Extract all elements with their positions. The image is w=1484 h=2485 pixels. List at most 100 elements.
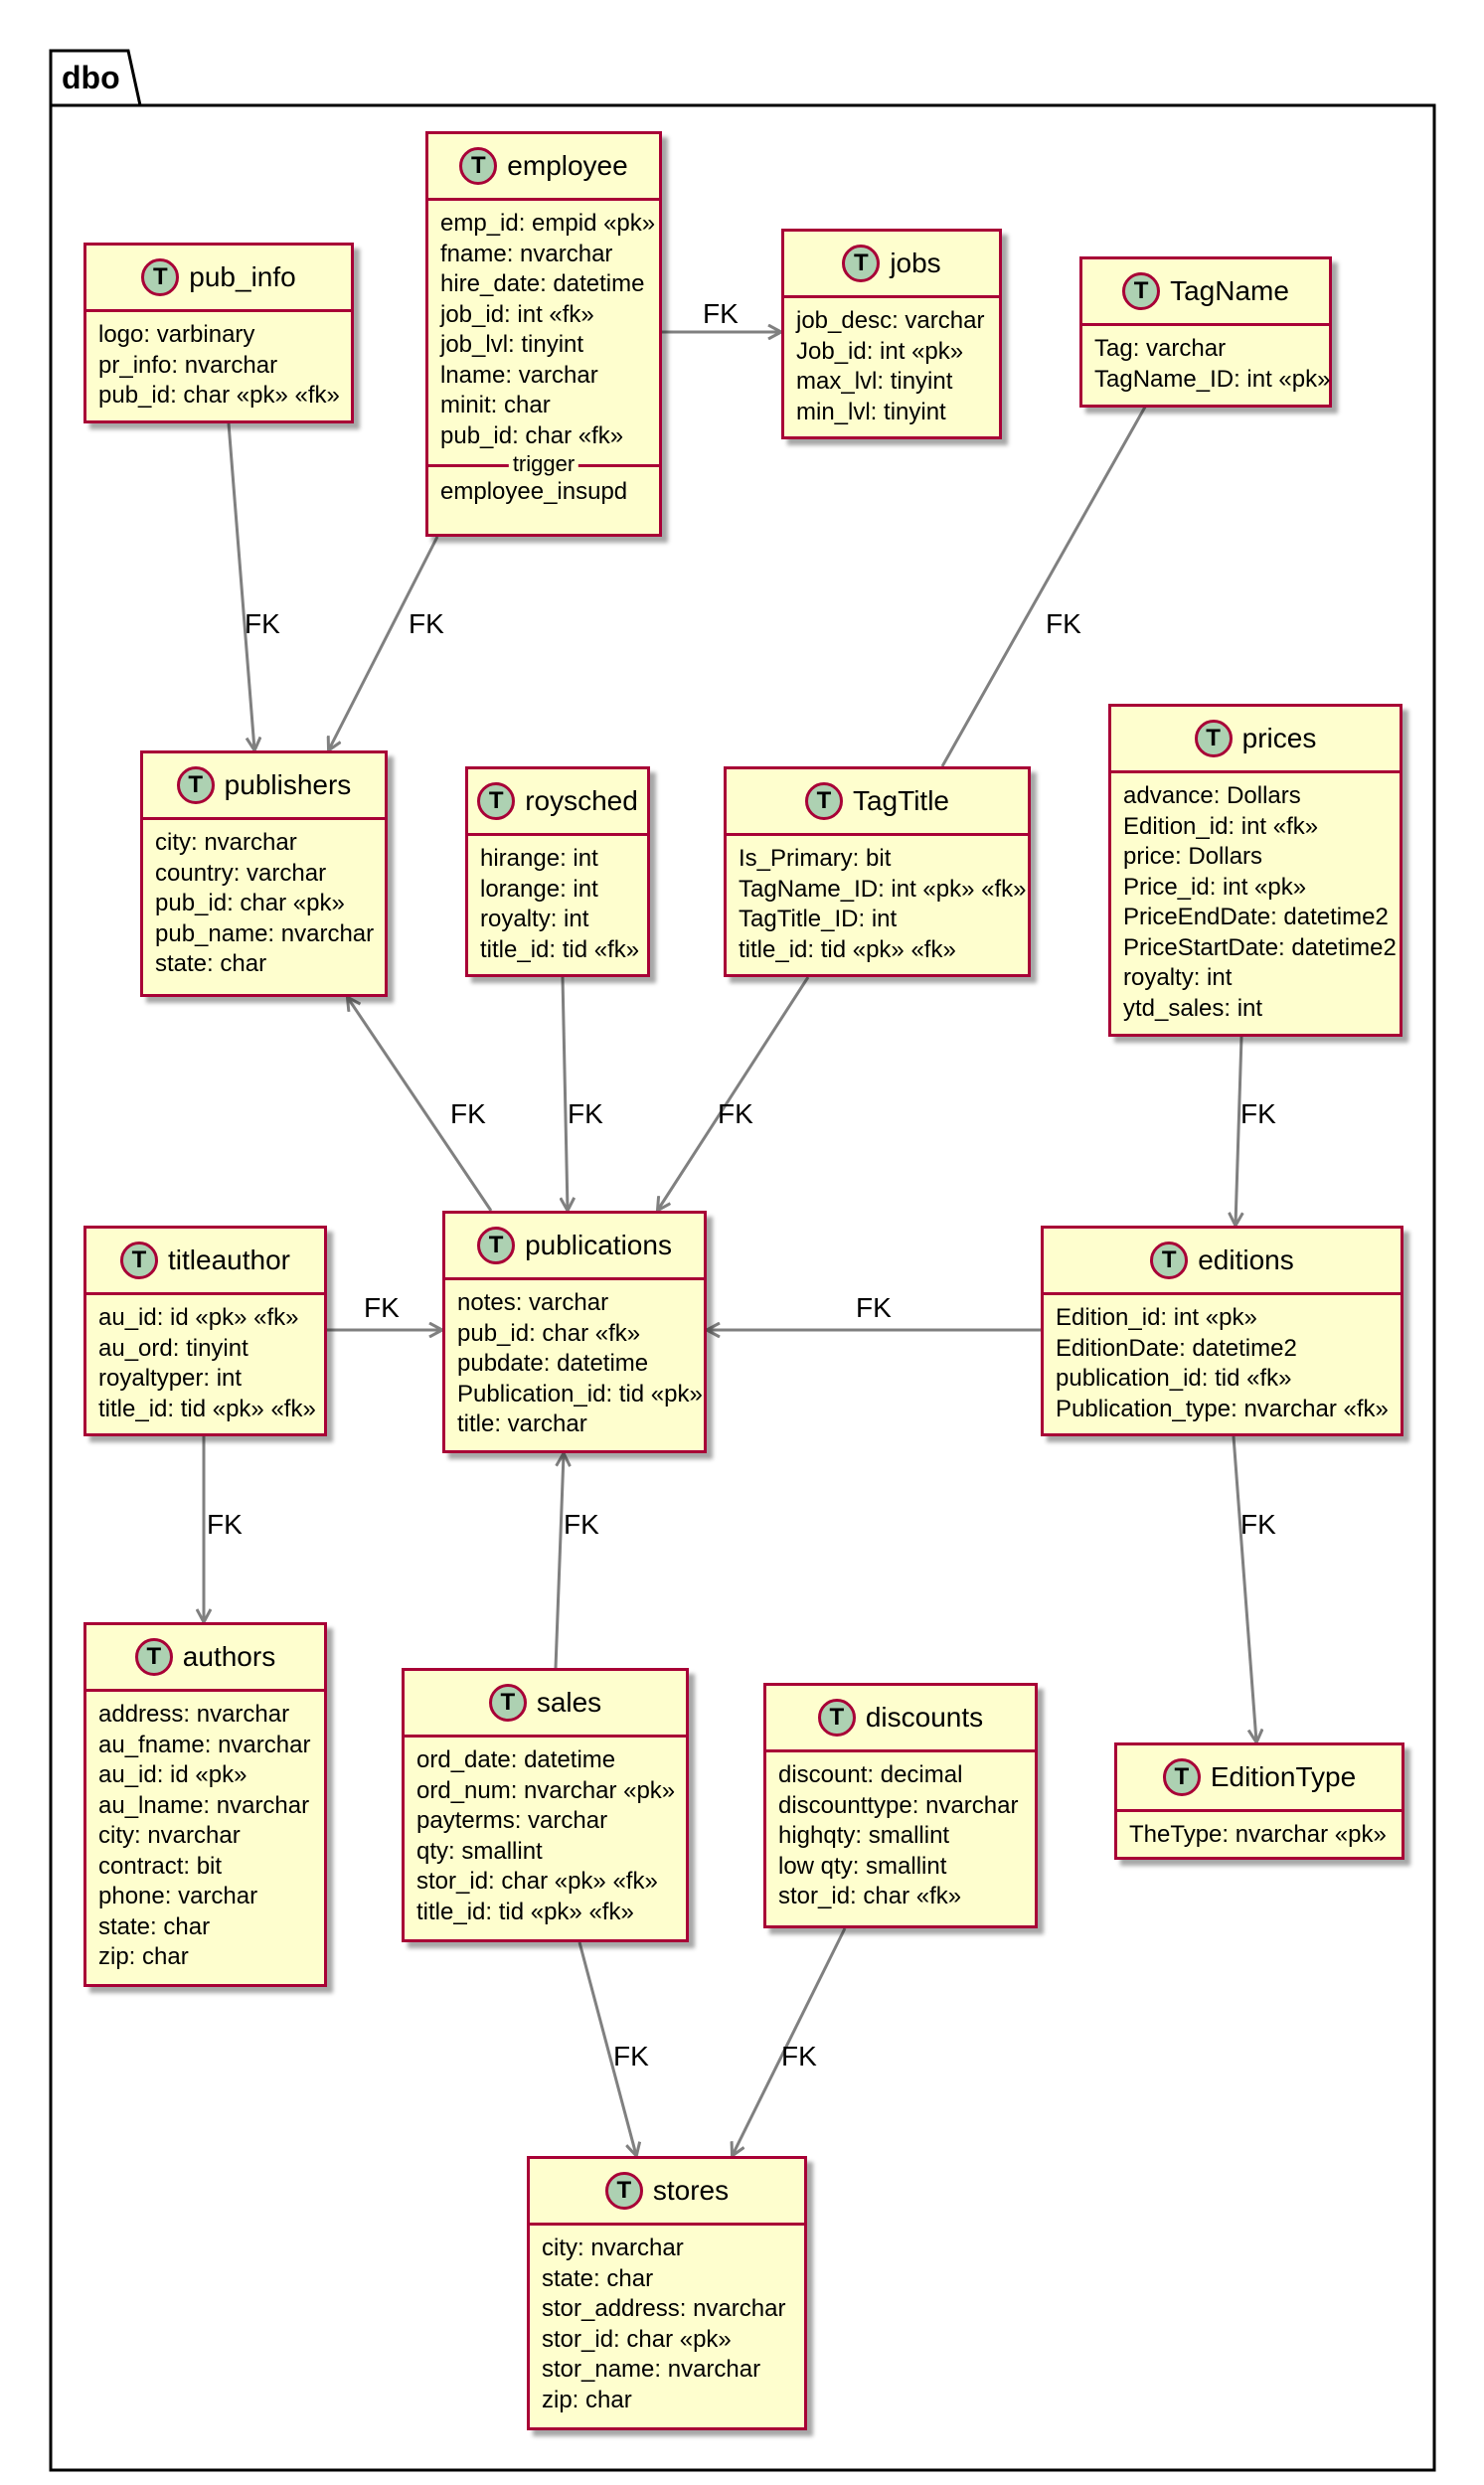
- package-label: dbo: [62, 60, 120, 95]
- fk-label: FK: [1240, 1509, 1276, 1540]
- table-badge-icon: T: [141, 258, 180, 296]
- package-frame: [49, 49, 1436, 2472]
- fk-label: FK: [781, 2041, 817, 2071]
- table-field: payterms: varchar: [416, 1807, 608, 1834]
- table-field: Job_id: int «pk»: [796, 337, 964, 365]
- table-field: TagName_ID: int «pk»: [1094, 365, 1331, 393]
- fk-label: FK: [1240, 1098, 1276, 1129]
- table-field: city: nvarchar: [542, 2235, 684, 2261]
- table-field: title_id: tid «pk» «fk»: [739, 935, 956, 963]
- fk-edge-TagTitle-to-TagName: [940, 379, 1161, 767]
- table-field: au_lname: nvarchar: [98, 1791, 310, 1819]
- table-name: pub_info: [189, 261, 296, 292]
- table-header: T TagName: [1082, 259, 1329, 326]
- table-badge-icon: T: [1122, 272, 1161, 310]
- table-field: logo: varbinary: [98, 321, 255, 348]
- table-field: royalty: int: [1123, 964, 1233, 991]
- table-field: Edition_id: int «fk»: [1123, 812, 1319, 840]
- table-name: sales: [536, 1687, 602, 1718]
- table-badge-icon: T: [842, 245, 881, 282]
- table-field: state: char: [542, 2264, 654, 2292]
- table-field: Edition_id: int «pk»: [1056, 1304, 1257, 1331]
- table-name: TagTitle: [852, 785, 949, 816]
- fk-label: FK: [564, 1509, 599, 1540]
- table-name: authors: [182, 1641, 276, 1672]
- table-name: discounts: [865, 1702, 984, 1733]
- table-field: discounttype: nvarchar: [778, 1791, 1019, 1819]
- table-field: country: varchar: [155, 859, 327, 887]
- table-badge-icon: T: [1162, 1758, 1201, 1796]
- table-name: publications: [525, 1230, 672, 1260]
- table-badge-icon: T: [477, 782, 516, 820]
- fk-edge-discounts-to-stores: [733, 1927, 847, 2155]
- fk-edge-roysched-to-publications: [563, 976, 568, 1210]
- table-name: prices: [1241, 723, 1317, 753]
- table-field: qty: smallint: [416, 1837, 543, 1865]
- table-field: pub_id: char «pk» «fk»: [98, 382, 340, 409]
- table-field: contract: bit: [98, 1852, 223, 1880]
- fk-label: FK: [245, 608, 280, 639]
- table-fields: Edition_id: int «pk»EditionDate: datetim…: [1044, 1295, 1401, 1430]
- table-field: au_id: id «pk» «fk»: [98, 1304, 299, 1331]
- table-field: Publication_id: tid «pk»: [457, 1380, 703, 1408]
- table-fields: TheType: nvarchar «pk»: [1117, 1812, 1402, 1857]
- fk-label: FK: [409, 608, 444, 639]
- fk-edge-employee-to-publishers: [329, 536, 439, 749]
- table-field: ord_num: nvarchar «pk»: [416, 1776, 676, 1804]
- table-field: city: nvarchar: [98, 1822, 241, 1849]
- table-field: ord_date: datetime: [416, 1746, 616, 1773]
- table-field: pubdate: datetime: [457, 1350, 649, 1377]
- table-field: phone: varchar: [98, 1883, 258, 1909]
- table-field: job_id: int «fk»: [440, 300, 594, 328]
- table-field: price: Dollars: [1123, 843, 1263, 870]
- table-name: stores: [652, 2175, 730, 2206]
- table-field: advance: Dollars: [1123, 782, 1301, 809]
- table-field: TagTitle_ID: int: [739, 906, 898, 932]
- table-field: hirange: int: [480, 845, 598, 872]
- fk-label: FK: [613, 2041, 649, 2071]
- table-badge-icon: T: [176, 766, 215, 804]
- table-field: au_id: id «pk»: [98, 1761, 247, 1788]
- table-field: Price_id: int «pk»: [1123, 873, 1307, 901]
- table-field: title_id: tid «pk» «fk»: [98, 1395, 316, 1422]
- table-field: Tag: varchar: [1094, 335, 1227, 362]
- table-field: max_lvl: tinyint: [796, 368, 953, 395]
- fk-label: FK: [364, 1292, 400, 1323]
- table-field: title: varchar: [457, 1410, 587, 1437]
- table-field: state: char: [98, 1912, 211, 1940]
- fk-edge-prices-to-editions: [1236, 1036, 1241, 1225]
- table-field: zip: char: [98, 1943, 189, 1970]
- table-field: stor_id: char «fk»: [778, 1883, 962, 1909]
- table-badge-icon: T: [817, 1699, 856, 1737]
- table-badge-icon: T: [604, 2172, 643, 2210]
- table-name: TagName: [1170, 275, 1289, 306]
- fk-label: FK: [703, 298, 739, 329]
- table-field: emp_id: empid «pk»: [440, 210, 656, 237]
